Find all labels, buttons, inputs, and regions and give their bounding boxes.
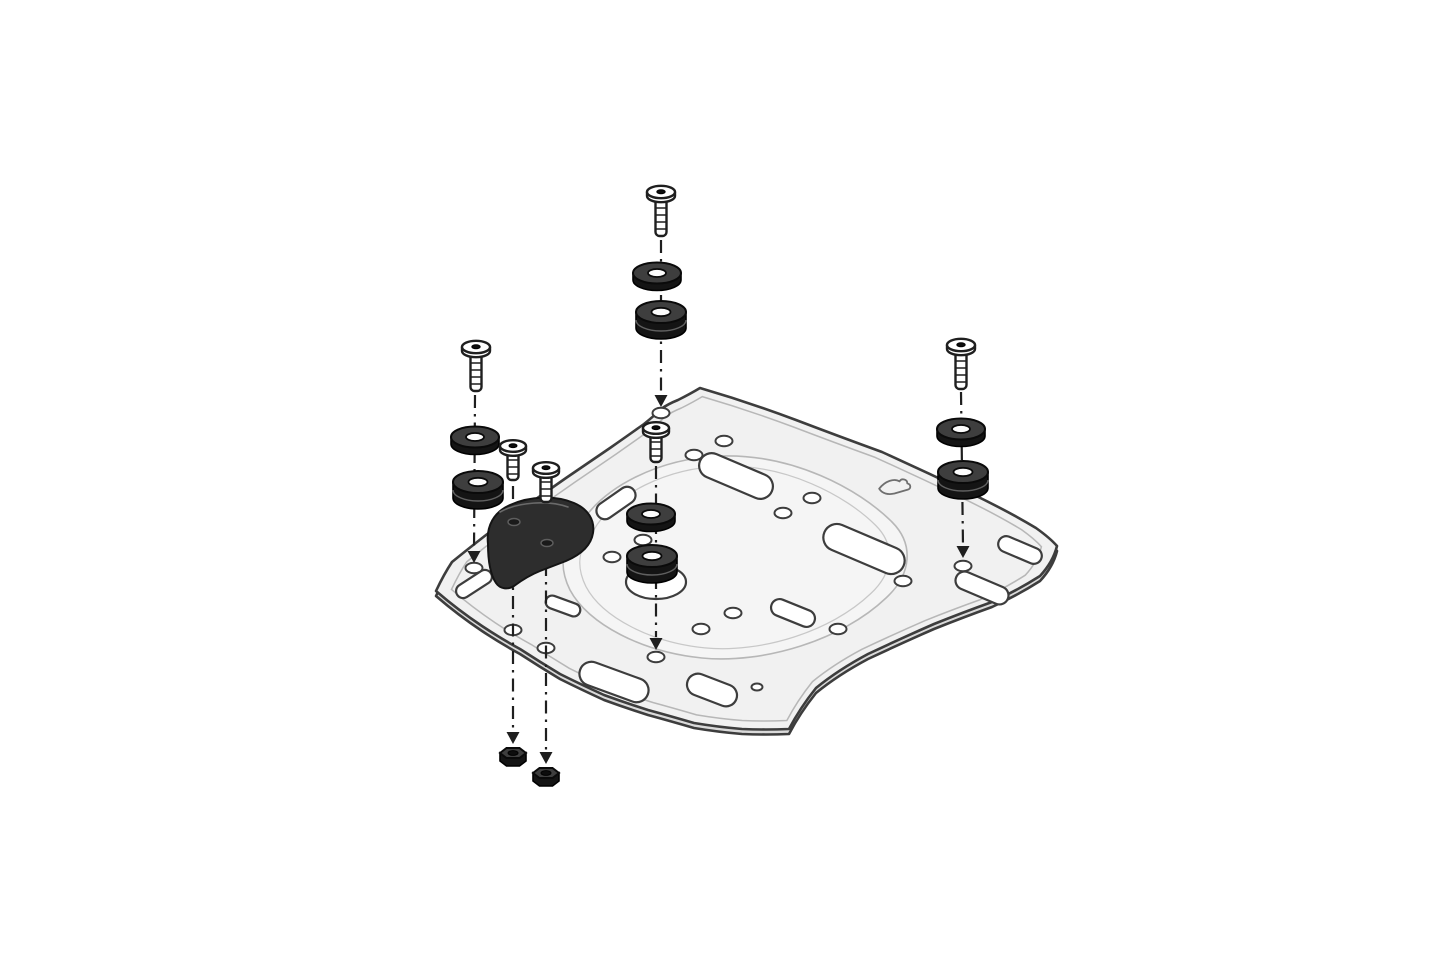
rubber-spacer [635, 300, 687, 340]
rack-hole [773, 506, 793, 520]
fastener-stack-left [450, 339, 504, 563]
rack-hole [828, 622, 848, 636]
rack-hole-target-right [953, 559, 973, 573]
hex-nut [499, 747, 527, 767]
rack-hole [691, 622, 711, 636]
pan-head-bolt-long [645, 184, 677, 238]
pan-head-bolt-short [498, 439, 528, 482]
flat-washer [450, 425, 500, 456]
rack-cutout [698, 452, 774, 500]
rack-hole [602, 550, 622, 564]
adapter-plate-stack [486, 439, 595, 787]
pan-head-bolt-long [945, 337, 977, 391]
pan-head-bolt-long [460, 339, 492, 393]
rack-cutout [822, 522, 906, 576]
hex-nut [532, 767, 560, 787]
rack-cutout [997, 535, 1043, 565]
flat-washer [626, 502, 676, 533]
rack-hole [750, 682, 764, 692]
rack-hole-target-top [651, 406, 671, 420]
adapter-plate-hole [507, 517, 521, 527]
adapter-plate [486, 496, 595, 590]
rack-hole [633, 533, 653, 547]
rack-hole-target-center [646, 650, 666, 664]
rack-hole-target-left [464, 561, 484, 575]
adapter-plate-hole [540, 538, 554, 548]
flat-washer [936, 417, 986, 448]
fastener-stack-center [626, 421, 678, 650]
flat-washer [632, 261, 682, 292]
rack-cutout [685, 672, 739, 708]
centerline [472, 394, 477, 552]
rack-hole [802, 491, 822, 505]
fastener-stack-top-center [632, 184, 687, 407]
rack-cutout [595, 485, 637, 521]
rack-hole [684, 448, 704, 462]
rack-hole [723, 606, 743, 620]
rubber-spacer [452, 470, 504, 510]
brand-logo-mark [878, 478, 912, 495]
rack-hole [893, 574, 913, 588]
assembly-arrow-icon [539, 752, 553, 764]
assembly-arrow-icon [506, 732, 520, 744]
rubber-spacer [626, 544, 678, 584]
rack-cutout [954, 570, 1010, 606]
rack-plate [434, 386, 1059, 736]
rack-cutout [578, 660, 650, 704]
rack-hole [714, 434, 734, 448]
rubber-spacer [937, 460, 989, 500]
rack-cutout [769, 597, 817, 629]
